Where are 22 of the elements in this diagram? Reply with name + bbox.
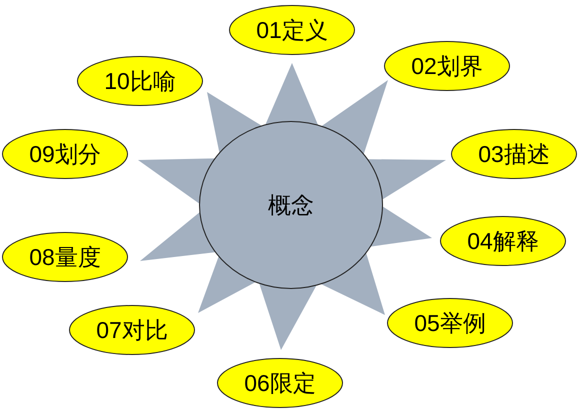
- topic-label: 概念: [268, 190, 314, 220]
- topic-ellipse: [69, 305, 195, 355]
- topic-label: 09划分: [29, 140, 101, 168]
- topic-label: 04解释: [467, 226, 539, 256]
- topic-label: 08量度: [29, 242, 101, 272]
- topic-ellipse: [217, 358, 343, 408]
- topic-ellipse: [387, 298, 513, 348]
- topic-label: 05举例: [414, 308, 486, 338]
- topic-label: 10比喻: [104, 66, 176, 96]
- topic-ellipse: [2, 129, 128, 179]
- topic-ellipse: [229, 5, 355, 55]
- topic-label: 02划界: [411, 52, 483, 80]
- topic-ellipse: [440, 216, 566, 266]
- topic-ellipse: [2, 232, 128, 282]
- topic-ellipse: [451, 129, 577, 179]
- topic-label: 06限定: [244, 368, 316, 398]
- topic-label: 01定义: [256, 16, 328, 44]
- topic-ellipse: [384, 41, 510, 91]
- center-circle: [199, 121, 383, 289]
- topic-label: 03描述: [478, 140, 550, 168]
- topic-ellipse: [77, 56, 203, 106]
- topic-label: 07对比: [96, 316, 168, 344]
